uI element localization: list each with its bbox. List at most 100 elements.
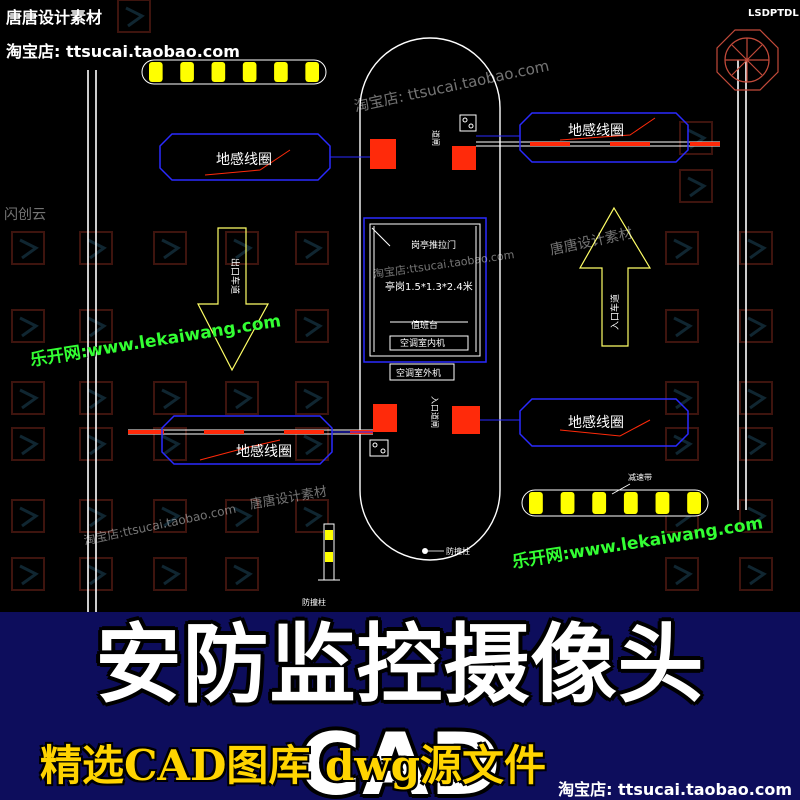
- logo-tile-mark-icon: [161, 564, 181, 586]
- logo-tile-mark-icon: [687, 176, 707, 198]
- code-watermark: LSDPTDL: [748, 8, 799, 19]
- logo-tile-mark-icon: [673, 316, 693, 338]
- logo-tile-mark-icon: [87, 388, 107, 410]
- logo-tile-mark-icon: [19, 506, 39, 528]
- logo-tile-mark-icon: [303, 316, 323, 338]
- gate-arm-top: [476, 141, 720, 147]
- road-edge-left: [87, 70, 97, 612]
- speed-bump-stripe: [623, 492, 638, 514]
- logo-tile-mark-icon: [19, 238, 39, 260]
- logo-tile-icon: [153, 557, 187, 591]
- logo-tile-mark-icon: [303, 388, 323, 410]
- speed-bump-note: 减速带: [628, 472, 652, 482]
- guard-booth: [363, 217, 487, 381]
- logo-tile-mark-icon: [19, 388, 39, 410]
- logo-tile-icon: [679, 169, 713, 203]
- loop-lead-lines: [199, 117, 656, 461]
- logo-tile-mark-icon: [747, 388, 767, 410]
- logo-tile-mark-icon: [747, 316, 767, 338]
- logo-tile-mark-icon: [233, 388, 253, 410]
- speed-bump-stripe: [529, 492, 543, 514]
- entry-lane-text: 入口车道: [609, 294, 621, 330]
- logo-tile-icon: [679, 121, 713, 155]
- banner-shop-watermark: 淘宝店: ttsucai.taobao.com: [558, 780, 792, 799]
- speed-bump-stripe: [305, 62, 319, 82]
- bollard: [318, 523, 340, 581]
- logo-tile-icon: [295, 231, 329, 265]
- logo-tile-mark-icon: [161, 434, 181, 456]
- logo-tile-mark-icon: [19, 316, 39, 338]
- logo-tile-icon: [739, 499, 773, 533]
- logo-tile-icon: [153, 231, 187, 265]
- ac-outdoor-label: 空调室外机: [396, 367, 441, 379]
- barrier-gate-box: [452, 146, 476, 170]
- logo-tile-icon: [153, 499, 187, 533]
- logo-tile-mark-icon: [303, 238, 323, 260]
- speed-bump-stripe: [274, 62, 288, 82]
- banner-subtitle: 精选CAD图库 dwg源文件: [40, 741, 546, 790]
- speed-bump-stripe: [655, 492, 670, 514]
- loop-label: 地感线圈: [568, 414, 624, 431]
- barrier-gate-box: [452, 406, 480, 434]
- logo-tile-mark-icon: [161, 238, 181, 260]
- logo-tile-icon: [295, 309, 329, 343]
- road-edge-right: [737, 60, 747, 510]
- logo-tile-mark-icon: [161, 388, 181, 410]
- logo-tile-icon: [117, 0, 151, 33]
- logo-tile-icon: [153, 381, 187, 415]
- title-banner: [0, 612, 800, 800]
- logo-tile-mark-icon: [303, 506, 323, 528]
- logo-tile-icon: [295, 381, 329, 415]
- camera-symbol: [369, 114, 477, 457]
- logo-watermark-grid: [11, 0, 773, 591]
- logo-tile-icon: [11, 557, 45, 591]
- side-watermark: 闪创云: [4, 207, 46, 223]
- bollard-note: 防撞柱: [302, 597, 326, 607]
- logo-tile-icon: [665, 557, 699, 591]
- ground-loop: [159, 112, 689, 465]
- banner-title: 安防监控摄像头CAD: [95, 615, 705, 800]
- barrier-gate-box: [370, 139, 396, 169]
- logo-tile-icon: [665, 309, 699, 343]
- logo-tile-icon: [225, 231, 259, 265]
- logo-tile-mark-icon: [161, 506, 181, 528]
- logo-tile-icon: [665, 231, 699, 265]
- logo-tile-mark-icon: [87, 564, 107, 586]
- center-island: [359, 37, 501, 561]
- logo-tile-icon: [11, 381, 45, 415]
- logo-tile-mark-icon: [19, 434, 39, 456]
- logo-tile-mark-icon: [673, 434, 693, 456]
- logo-tile-mark-icon: [747, 238, 767, 260]
- shop-watermark: 淘宝店: ttsucai.taobao.com: [6, 42, 240, 61]
- logo-tile-icon: [665, 427, 699, 461]
- logo-tile-icon: [11, 231, 45, 265]
- logo-tile-icon: [665, 381, 699, 415]
- logo-tile-icon: [225, 557, 259, 591]
- logo-tile-icon: [739, 427, 773, 461]
- logo-tile-mark-icon: [747, 506, 767, 528]
- logo-tile-icon: [11, 499, 45, 533]
- logo-tile-mark-icon: [233, 238, 253, 260]
- gate-label: 入口道闸: [430, 396, 440, 428]
- logo-tile-mark-icon: [673, 564, 693, 586]
- logo-tile-icon: [225, 499, 259, 533]
- brand-watermark: 唐唐设计素材: [6, 8, 103, 27]
- logo-tile-mark-icon: [87, 238, 107, 260]
- entry-lane-arrow-icon: [578, 206, 652, 347]
- speed-bump-stripe: [687, 492, 701, 514]
- logo-tile-mark-icon: [233, 564, 253, 586]
- speed-bump-stripe: [211, 62, 226, 82]
- north-compass-icon: [716, 29, 779, 91]
- logo-tile-icon: [11, 427, 45, 461]
- exit-lane-arrow-icon: [197, 227, 270, 372]
- logo-tile-mark-icon: [747, 564, 767, 586]
- barrier-note: 防撞柱: [446, 546, 470, 556]
- ac-indoor-label: 空调室内机: [400, 337, 445, 349]
- speed-bump-stripe: [592, 492, 607, 514]
- exit-lane-text: 出口车道: [229, 258, 241, 294]
- loop-label: 地感线圈: [236, 443, 292, 460]
- speed-bump-bottom: [521, 489, 709, 517]
- logo-tile-icon: [739, 309, 773, 343]
- logo-tile-mark-icon: [125, 6, 145, 28]
